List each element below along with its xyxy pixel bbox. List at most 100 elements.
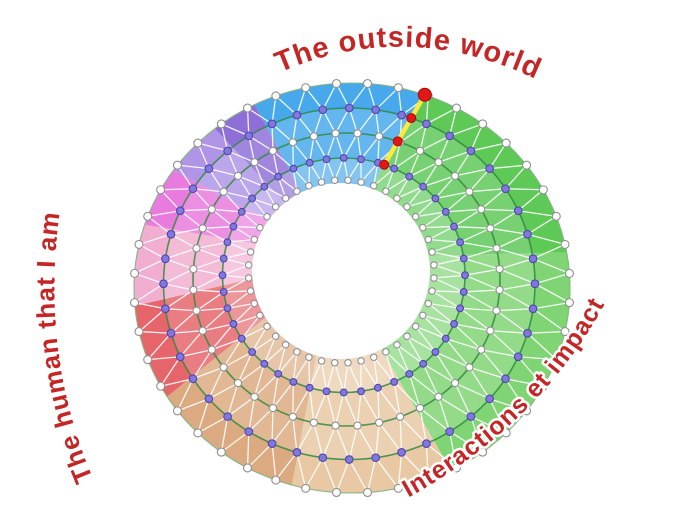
mesh-node[interactable] — [219, 287, 228, 296]
mesh-node[interactable] — [229, 222, 238, 231]
mesh-node[interactable] — [161, 254, 170, 264]
mesh-node[interactable] — [477, 205, 486, 214]
mesh-node[interactable] — [478, 447, 488, 457]
mesh-node[interactable] — [244, 274, 253, 282]
mesh-node[interactable] — [192, 306, 201, 315]
mesh-node[interactable] — [382, 187, 390, 195]
mesh-node[interactable] — [371, 453, 381, 463]
mesh-node[interactable] — [357, 387, 365, 396]
mesh-node[interactable] — [166, 328, 176, 338]
mesh-node[interactable] — [244, 131, 254, 141]
mesh-node[interactable] — [450, 222, 458, 231]
mesh-node[interactable] — [223, 304, 232, 313]
mesh-node[interactable] — [374, 132, 384, 141]
mesh-node[interactable] — [422, 119, 431, 129]
mesh-node[interactable] — [223, 238, 232, 247]
mesh-node[interactable] — [289, 164, 298, 173]
mesh-node[interactable] — [450, 171, 460, 181]
mesh-node[interactable] — [281, 194, 290, 203]
mesh-node[interactable] — [431, 194, 440, 203]
mesh-node[interactable] — [331, 487, 342, 498]
mesh-node[interactable] — [451, 103, 462, 113]
mesh-node[interactable] — [492, 306, 501, 315]
mesh-node[interactable] — [339, 388, 348, 397]
mesh-node[interactable] — [156, 185, 166, 195]
mesh-node[interactable] — [393, 341, 401, 349]
mesh-node[interactable] — [564, 298, 574, 308]
mesh-node[interactable] — [419, 182, 428, 191]
mesh-node[interactable] — [357, 155, 365, 164]
mesh-node[interactable] — [419, 311, 427, 320]
mesh-node[interactable] — [330, 176, 339, 184]
mesh-node[interactable] — [175, 352, 185, 362]
mesh-node[interactable] — [274, 369, 283, 378]
mesh-node[interactable] — [523, 229, 532, 239]
mesh-node[interactable] — [528, 304, 538, 314]
mesh-nodes[interactable] — [130, 78, 574, 498]
mesh-node[interactable] — [353, 421, 362, 430]
mesh-node[interactable] — [419, 223, 427, 232]
mesh-node[interactable] — [248, 348, 257, 356]
mesh-node[interactable] — [318, 105, 328, 115]
mesh-node[interactable] — [456, 238, 465, 247]
mesh-node[interactable] — [419, 359, 428, 368]
mesh-node[interactable] — [501, 138, 511, 148]
mesh-node[interactable] — [288, 138, 298, 147]
mesh-node[interactable] — [431, 348, 440, 356]
mesh-node[interactable] — [495, 285, 504, 295]
mesh-node[interactable] — [292, 448, 302, 457]
mesh-node[interactable] — [218, 271, 227, 280]
mesh-node[interactable] — [393, 483, 403, 493]
mesh-node[interactable] — [371, 105, 381, 115]
mesh-node[interactable] — [501, 428, 511, 438]
mesh-node[interactable] — [424, 235, 433, 244]
mesh-node[interactable] — [237, 334, 246, 343]
mesh-node[interactable] — [281, 341, 290, 349]
mesh-node[interactable] — [353, 129, 362, 138]
mesh-node[interactable] — [428, 248, 436, 256]
mesh-node[interactable] — [486, 326, 495, 335]
selected-node[interactable] — [406, 113, 417, 124]
mesh-node[interactable] — [246, 287, 255, 295]
mesh-node[interactable] — [322, 155, 331, 164]
mesh-node[interactable] — [382, 348, 390, 356]
mesh-node[interactable] — [390, 377, 399, 386]
mesh-node[interactable] — [192, 244, 201, 253]
mesh-node[interactable] — [428, 287, 436, 295]
mesh-node[interactable] — [267, 119, 277, 129]
mesh-node[interactable] — [528, 254, 538, 264]
mesh-node[interactable] — [441, 334, 450, 343]
mesh-node[interactable] — [223, 412, 232, 421]
mesh-node[interactable] — [362, 78, 373, 89]
mesh-node[interactable] — [246, 248, 255, 256]
mesh-node[interactable] — [289, 377, 298, 386]
mesh-node[interactable] — [523, 328, 532, 338]
mesh-node[interactable] — [370, 353, 378, 361]
mesh-node[interactable] — [450, 378, 460, 388]
mesh-node[interactable] — [461, 271, 469, 280]
mesh-node[interactable] — [189, 264, 198, 274]
mesh-node[interactable] — [513, 352, 523, 362]
mesh-node[interactable] — [445, 427, 455, 436]
mesh-node[interactable] — [441, 207, 450, 216]
mesh-node[interactable] — [189, 285, 198, 295]
mesh-node[interactable] — [465, 187, 474, 196]
mesh-node[interactable] — [301, 483, 311, 493]
mesh-node[interactable] — [256, 223, 264, 232]
mesh-node[interactable] — [305, 158, 314, 167]
mesh-node[interactable] — [331, 421, 340, 430]
mesh-node[interactable] — [256, 311, 264, 320]
mesh-node[interactable] — [143, 355, 153, 365]
mesh-node[interactable] — [513, 206, 523, 216]
mesh-node[interactable] — [478, 119, 488, 129]
mesh-node[interactable] — [521, 160, 532, 170]
mesh-node[interactable] — [551, 211, 561, 221]
mesh-node[interactable] — [560, 327, 570, 337]
mesh-node[interactable] — [271, 332, 280, 340]
mesh-node[interactable] — [374, 418, 384, 427]
mesh-node[interactable] — [430, 261, 438, 269]
mesh-node[interactable] — [423, 475, 433, 485]
mesh-node[interactable] — [331, 78, 342, 89]
mesh-node[interactable] — [301, 83, 311, 93]
mesh-node[interactable] — [309, 132, 319, 141]
